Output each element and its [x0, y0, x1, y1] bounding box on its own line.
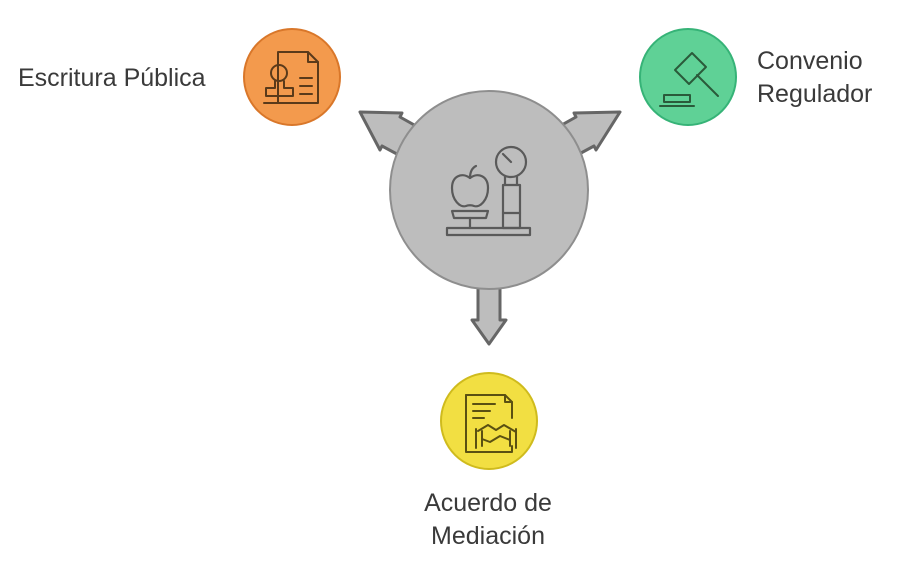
escritura-node	[243, 28, 341, 126]
gavel-icon	[659, 52, 719, 107]
center-node	[389, 90, 589, 290]
scale-icon	[445, 145, 532, 237]
convenio-node	[639, 28, 737, 126]
notary-stamp-document-icon	[263, 51, 319, 104]
convenio-label: Convenio Regulador	[757, 45, 872, 111]
acuerdo-label-line-2: Mediación	[431, 522, 545, 550]
acuerdo-label-line-1: Acuerdo de	[424, 489, 552, 517]
acuerdo-node	[440, 372, 538, 470]
handshake-contract-icon	[465, 394, 517, 453]
escritura-label-line-1: Escritura Pública	[18, 64, 206, 92]
convenio-label-line-1: Convenio	[757, 47, 863, 75]
acuerdo-label: Acuerdo de Mediación	[418, 487, 558, 553]
escritura-label: Escritura Pública	[18, 62, 206, 95]
convenio-label-line-2: Regulador	[757, 80, 873, 108]
